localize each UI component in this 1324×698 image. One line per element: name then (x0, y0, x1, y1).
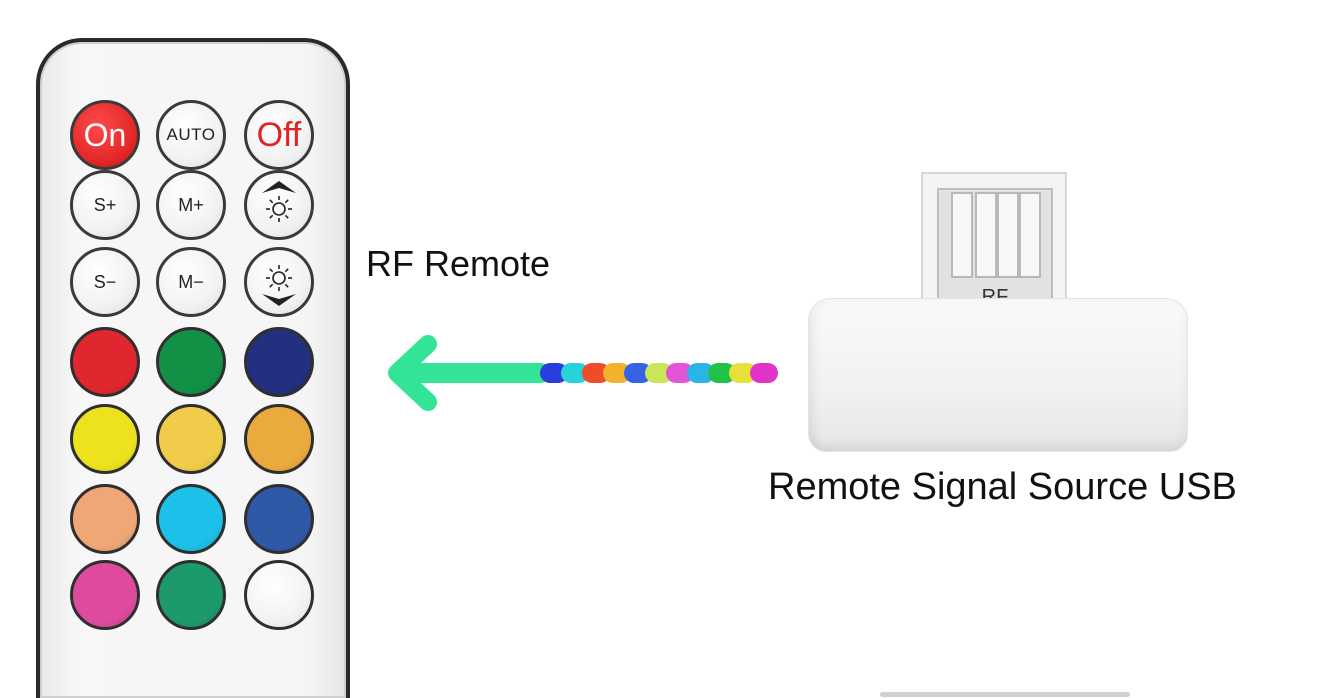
s-plus-button[interactable]: S+ (70, 170, 140, 240)
brightness-down-button[interactable] (244, 247, 314, 317)
usb-pin (997, 192, 1019, 278)
brightness-down-icon (262, 265, 296, 306)
usb-receiver-body (808, 298, 1188, 452)
brightness-up-button[interactable] (244, 170, 314, 240)
usb-pin (951, 192, 973, 278)
color-button[interactable] (244, 560, 314, 630)
m-minus-label: M− (178, 271, 204, 292)
rf-remote-label: RF Remote (366, 243, 551, 284)
off-label: Off (256, 115, 302, 154)
color-button[interactable] (70, 404, 140, 474)
color-button[interactable] (156, 560, 226, 630)
usb-pin (1019, 192, 1041, 278)
bottom-edge (880, 692, 1130, 697)
off-button[interactable]: Off (244, 100, 314, 170)
color-button[interactable] (156, 404, 226, 474)
brightness-up-icon (262, 181, 296, 222)
color-button[interactable] (244, 484, 314, 554)
m-plus-button[interactable]: M+ (156, 170, 226, 240)
color-button[interactable] (70, 560, 140, 630)
color-button[interactable] (70, 484, 140, 554)
on-button[interactable]: On (70, 100, 140, 170)
on-label: On (83, 116, 127, 153)
color-button[interactable] (156, 484, 226, 554)
color-button[interactable] (244, 327, 314, 397)
usb-pin (975, 192, 997, 278)
s-plus-label: S+ (93, 194, 117, 215)
color-button[interactable] (70, 327, 140, 397)
s-minus-label: S− (93, 271, 117, 292)
color-button[interactable] (156, 327, 226, 397)
arrow-head (388, 335, 437, 411)
s-minus-button[interactable]: S− (70, 247, 140, 317)
auto-label: AUTO (166, 125, 216, 144)
auto-button[interactable]: AUTO (156, 100, 226, 170)
usb-label: Remote Signal Source USB (768, 466, 1237, 508)
m-minus-button[interactable]: M− (156, 247, 226, 317)
color-button[interactable] (244, 404, 314, 474)
usb-plug-connector: RF (921, 172, 1067, 312)
usb-plug-contacts: RF (937, 188, 1053, 308)
m-plus-label: M+ (178, 194, 204, 215)
